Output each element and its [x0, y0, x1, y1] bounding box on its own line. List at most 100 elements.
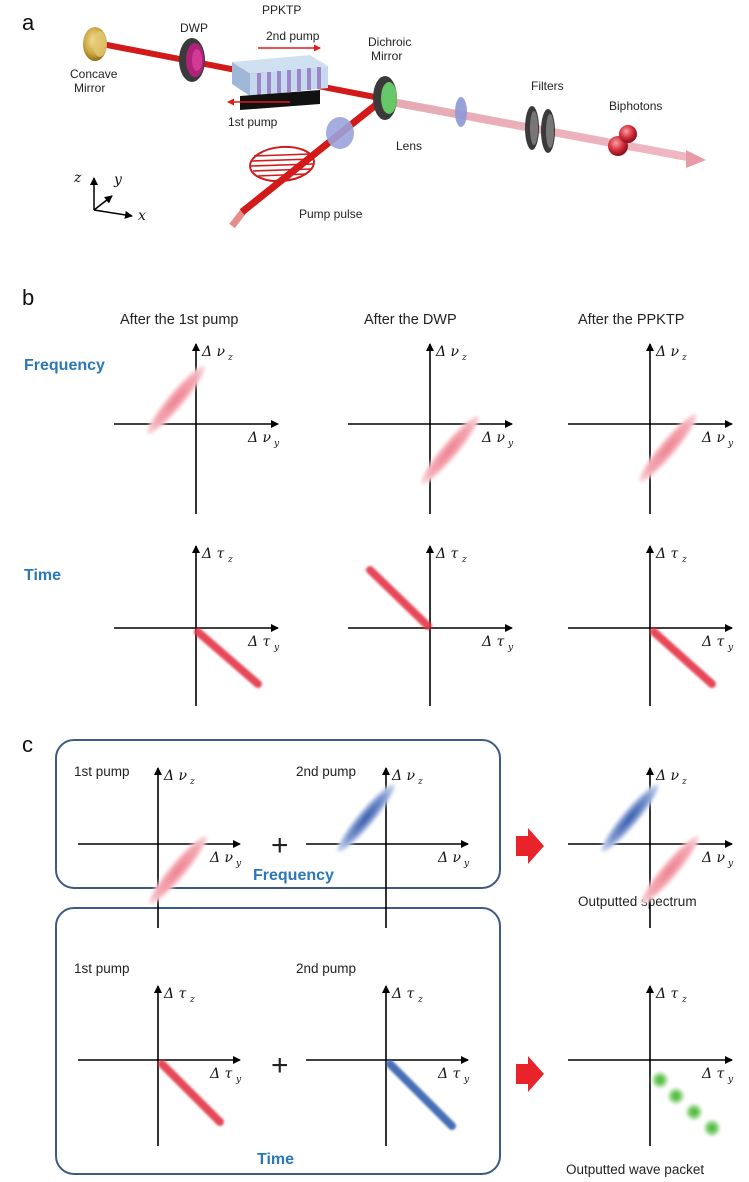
input-lens-icon: [326, 117, 354, 149]
vertical-axis-label: Δ τ: [435, 546, 459, 562]
vertical-axis-label: Δ ν: [391, 768, 416, 784]
vertical-axis-subscript: z: [189, 777, 195, 787]
horizontal-axis-label: Δ ν: [481, 430, 506, 446]
wave-packet-dot-2: [668, 1088, 684, 1104]
biphotons-label: Biphotons: [609, 99, 662, 113]
horizontal-axis-subscript: y: [727, 643, 734, 653]
dwp-icon: [179, 38, 205, 82]
biphoton-wave-packet-bar: [194, 628, 262, 688]
panel-label-c: c: [22, 732, 33, 757]
ppktp-crystal-icon: [232, 55, 328, 110]
horizontal-axis-label: Δ ν: [701, 850, 726, 866]
vertical-axis-subscript: z: [417, 995, 423, 1005]
horizontal-axis-subscript: y: [507, 643, 514, 653]
biphoton-wave-packet-bar: [366, 566, 432, 630]
horizontal-axis-label: Δ τ: [481, 634, 505, 650]
horizontal-axis-label: Δ τ: [701, 634, 725, 650]
wave-packet-dot-4: [704, 1120, 720, 1136]
second-pump-spectrum-ellipse: [337, 783, 395, 853]
freq-second-pump-label: 2nd pump: [296, 764, 356, 779]
horizontal-axis-subscript: y: [507, 439, 514, 449]
plus-sign-frequency: +: [271, 829, 289, 862]
vertical-axis-subscript: z: [681, 555, 687, 565]
output-spectrum-ellipse-pink: [641, 835, 699, 905]
horizontal-axis-subscript: y: [235, 859, 242, 869]
vertical-axis-subscript: z: [227, 353, 233, 363]
vertical-axis-label: Δ ν: [655, 768, 680, 784]
horizontal-axis-subscript: y: [273, 643, 280, 653]
first-pump-wave-packet-bar: [158, 1060, 224, 1126]
column-title-1: After the 1st pump: [120, 312, 238, 328]
filters-icon: [525, 106, 555, 153]
vertical-axis-label: Δ ν: [201, 344, 226, 360]
outputted-wave-packet-label: Outputted wave packet: [566, 1162, 704, 1177]
horizontal-axis-label: Δ ν: [247, 430, 272, 446]
frequency-box: [55, 739, 501, 889]
filters-label: Filters: [531, 79, 564, 93]
horizontal-axis-subscript: y: [727, 859, 734, 869]
panel-c: c Frequency Time 1st pump 2nd pump 1st p…: [22, 732, 734, 1177]
vertical-axis-label: Δ τ: [163, 986, 187, 1002]
horizontal-axis-subscript: y: [727, 439, 734, 449]
biphoton-spectrum-ellipse: [147, 365, 205, 435]
axis-x-label: x: [138, 208, 146, 224]
panel-label-b: b: [22, 285, 34, 310]
vertical-axis-label: Δ ν: [163, 768, 188, 784]
biphotons-icon: [608, 125, 637, 156]
frequency-box-title: Frequency: [253, 867, 334, 884]
vertical-axis-label: Δ τ: [655, 986, 679, 1002]
vertical-axis-subscript: z: [417, 777, 423, 787]
vertical-axis-subscript: z: [461, 555, 467, 565]
right-arrow-icon-frequency: [516, 828, 544, 864]
vertical-axis-subscript: z: [227, 555, 233, 565]
horizontal-axis-label: Δ ν: [209, 850, 234, 866]
biphoton-beam-arrow-icon: [686, 150, 706, 168]
pump-pulse-icon: [249, 145, 315, 183]
wave-packet-dot-1: [652, 1072, 668, 1088]
panel-label-a: a: [22, 10, 35, 35]
vertical-axis-subscript: z: [681, 995, 687, 1005]
coordinate-axes: z y x: [73, 170, 146, 224]
vertical-axis-subscript: z: [189, 995, 195, 1005]
vertical-axis-subscript: z: [681, 353, 687, 363]
first-pump-label: 1st pump: [228, 115, 278, 129]
horizontal-axis-subscript: y: [235, 1075, 242, 1085]
first-pump-spectrum-ellipse: [149, 835, 207, 905]
horizontal-axis-label: Δ τ: [437, 1066, 461, 1082]
horizontal-axis-subscript: y: [727, 1075, 734, 1085]
freq-first-pump-label: 1st pump: [74, 764, 130, 779]
second-pump-label: 2nd pump: [266, 29, 320, 43]
vertical-axis-subscript: z: [681, 777, 687, 787]
horizontal-axis-label: Δ τ: [247, 634, 271, 650]
row-title-time: Time: [24, 567, 61, 584]
wave-packet-dot-3: [686, 1104, 702, 1120]
time-second-pump-label: 2nd pump: [296, 961, 356, 976]
second-pump-wave-packet-bar: [386, 1060, 456, 1130]
vertical-axis-label: Δ ν: [655, 344, 680, 360]
axis-z-label: z: [73, 170, 82, 186]
horizontal-axis-subscript: y: [463, 859, 470, 869]
output-spectrum-ellipse-blue: [601, 783, 659, 853]
dwp-label: DWP: [180, 21, 208, 35]
panel-b: b After the 1st pump After the DWP After…: [22, 285, 734, 706]
time-box-title: Time: [257, 1151, 294, 1168]
biphoton-spectrum-ellipse: [639, 413, 697, 483]
column-title-2: After the DWP: [364, 312, 457, 328]
row-title-frequency: Frequency: [24, 357, 105, 374]
horizontal-axis-subscript: y: [463, 1075, 470, 1085]
biphoton-spectrum-ellipse: [421, 415, 479, 485]
lens-label: Lens: [396, 139, 422, 153]
concave-mirror-icon: [83, 27, 107, 61]
horizontal-axis-label: Δ ν: [701, 430, 726, 446]
